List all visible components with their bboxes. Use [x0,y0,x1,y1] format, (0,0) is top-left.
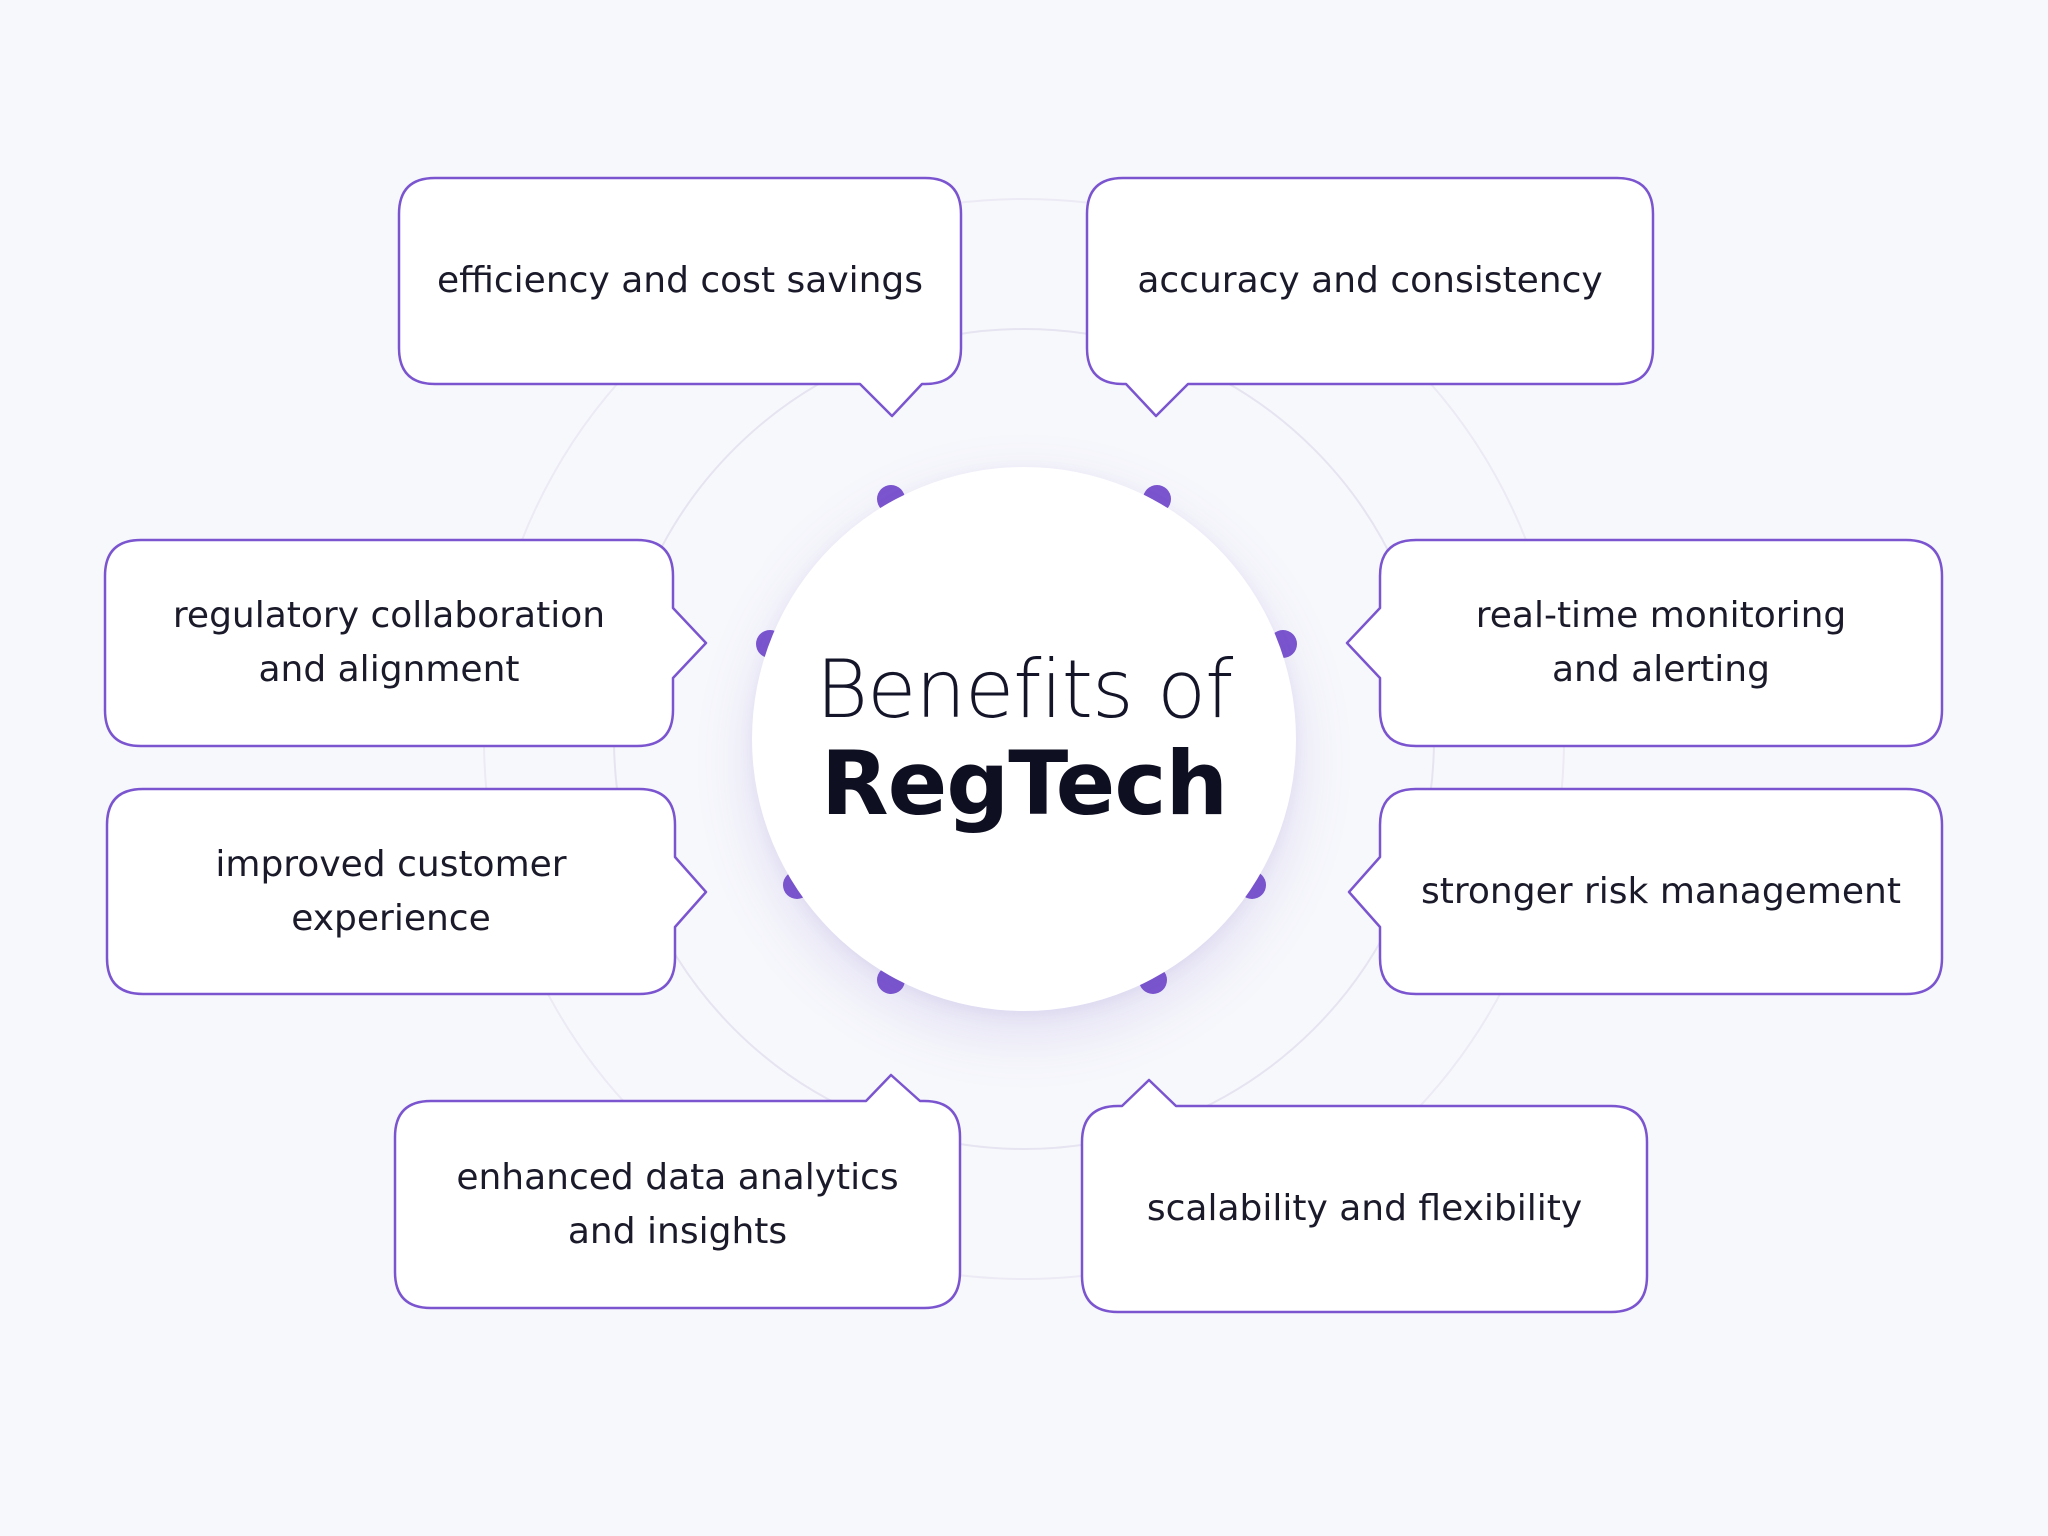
hub-title-line1: Benefits of [815,643,1233,736]
benefit-analytics-label: enhanced data analytics and insights [456,1156,899,1252]
benefit-efficiency-label: efficiency and cost savings [436,260,924,301]
card-analytics [393,1073,962,1310]
card-collaboration [103,538,708,748]
benefit-collaboration-label: regulatory collaboration and alignment [172,595,606,690]
benefit-accuracy-label: accuracy and consistency [1137,260,1603,301]
card-customer [105,787,708,996]
card-accuracy [1085,176,1655,418]
card-scalability [1080,1078,1649,1314]
benefit-monitoring-label: real-time monitoring and alerting [1475,595,1847,690]
center-hub: Benefits of RegTech [752,467,1296,1011]
card-risk [1347,787,1944,996]
card-monitoring [1345,538,1944,748]
benefit-customer-label: improved customer experience [215,843,567,939]
benefit-scalability-label: scalability and flexibility [1146,1188,1583,1229]
benefit-risk-label: stronger risk management [1421,870,1901,912]
hub-title-line2: RegTech [820,732,1228,835]
card-efficiency [397,176,963,418]
